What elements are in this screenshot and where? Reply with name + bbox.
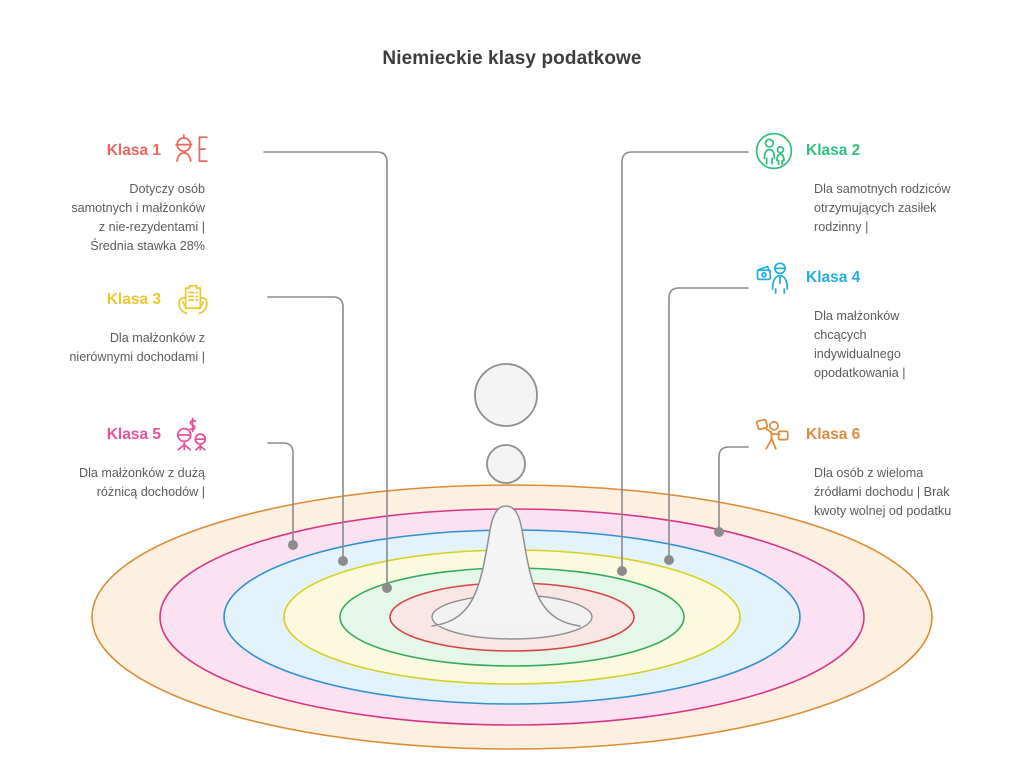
connector-dot-klasa-3: [338, 556, 348, 566]
class-description-klasa-1: Dotyczy osób samotnych i małżonków z nie…: [71, 182, 205, 254]
class-block-klasa-2[interactable]: Klasa 2 Dla samotnych rodziców otrzymują…: [752, 128, 1024, 237]
connector-dot-klasa-5: [288, 540, 298, 550]
connector-klasa-4: [668, 287, 749, 558]
class-block-klasa-4[interactable]: Klasa 4 Dla małżonków chcących indywidua…: [752, 255, 1024, 384]
ring-yellow: [283, 549, 741, 685]
connector-dot-klasa-4: [664, 555, 674, 565]
ring-gray: [431, 594, 593, 640]
class-description-klasa-5: Dla małżonków z dużą różnicą dochodów |: [79, 466, 205, 500]
person-with-hat-icon: [175, 134, 208, 162]
class-label-klasa-6: Klasa 6: [806, 426, 861, 443]
class-description-klasa-6: Dla osób z wieloma źródłami dochodu | Br…: [814, 466, 952, 519]
ring-green: [339, 567, 685, 667]
connector-dot-klasa-6: [714, 527, 724, 537]
droplet-large: [474, 363, 538, 427]
class-header-klasa-2: Klasa 2: [752, 128, 1024, 174]
droplet-small: [486, 444, 526, 484]
class-description-klasa-3: Dla małżonków z nierównymi dochodami |: [69, 331, 205, 365]
hands-holding-document-icon: [178, 284, 208, 315]
connector-klasa-5: [267, 442, 294, 543]
class-description-klasa-2: Dla samotnych rodziców otrzymujących zas…: [814, 182, 951, 235]
ring-blue: [223, 529, 801, 705]
connector-klasa-2: [621, 151, 749, 569]
class-header-klasa-5: Klasa 5: [0, 412, 215, 458]
class-block-klasa-3[interactable]: Klasa 3 Dla małżonków z nierównymi docho…: [0, 277, 215, 367]
page-title: Niemieckie klasy podatkowe: [382, 48, 642, 69]
connector-dot-klasa-1: [382, 583, 392, 593]
class-block-klasa-6[interactable]: Klasa 6 Dla osób z wieloma źródłami doch…: [752, 412, 1024, 521]
ring-orange: [91, 484, 933, 750]
connector-klasa-1: [263, 151, 388, 586]
class-label-klasa-2: Klasa 2: [806, 142, 861, 159]
class-description-klasa-4: Dla małżonków chcących indywidualnego op…: [814, 309, 906, 381]
class-header-klasa-4: Klasa 4: [752, 255, 1024, 301]
class-block-klasa-5[interactable]: Klasa 5 Dla małżonków z dużą różnicą doc…: [0, 412, 215, 502]
class-block-klasa-1[interactable]: Klasa 1 Dotyczy osób samotnych i małżonk…: [0, 128, 215, 257]
connector-dot-klasa-2: [617, 566, 627, 576]
class-label-klasa-4: Klasa 4: [806, 269, 861, 286]
ring-magenta: [159, 508, 865, 726]
splash-cone: [431, 505, 581, 627]
class-label-klasa-5: Klasa 5: [106, 426, 161, 443]
class-header-klasa-3: Klasa 3: [0, 277, 215, 323]
two-people-dollar-icon: [177, 417, 207, 451]
class-label-klasa-3: Klasa 3: [106, 291, 161, 308]
connector-klasa-6: [718, 446, 749, 530]
ring-red: [389, 582, 635, 652]
class-header-klasa-6: Klasa 6: [752, 412, 1024, 458]
class-header-klasa-1: Klasa 1: [0, 128, 215, 174]
ripple-rings: [91, 484, 933, 750]
connector-klasa-3: [267, 296, 344, 559]
class-label-klasa-1: Klasa 1: [106, 142, 161, 159]
person-juggling-boxes-icon: [756, 418, 789, 450]
person-with-money-icon: [756, 262, 789, 294]
single-parent-circle-icon: [755, 132, 793, 170]
